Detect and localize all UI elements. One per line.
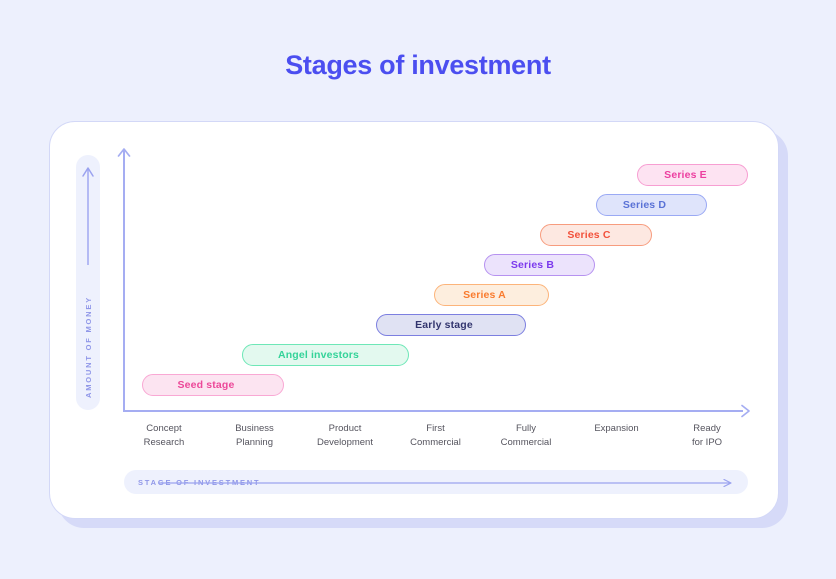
- x-tick-line1: Product: [328, 423, 362, 434]
- x-tick-line2: Research: [143, 436, 185, 448]
- x-tick-line1: First: [426, 423, 445, 434]
- stage-pill-label: Series E: [664, 169, 707, 181]
- x-tick-line2: Planning: [236, 436, 273, 448]
- stage-pill-label: Angel investors: [277, 349, 360, 361]
- stage-pill[interactable]: Series C: [540, 224, 652, 246]
- page-title: Stages of investment: [285, 50, 551, 80]
- x-axis-arrowhead-icon: [741, 404, 750, 418]
- stage-pill[interactable]: Series E: [637, 164, 748, 186]
- stage-pill[interactable]: Series B: [484, 254, 595, 276]
- x-axis-tick-label: Ready for IPO: [652, 422, 762, 449]
- stage-of-investment-label: STAGE OF INVESTMENT: [138, 477, 261, 487]
- stage-pill[interactable]: Series D: [596, 194, 707, 216]
- x-axis-tick-label: Expansion: [562, 422, 672, 436]
- amount-of-money-arrow-icon: [82, 167, 94, 265]
- stage-of-investment-rail: STAGE OF INVESTMENT: [124, 470, 748, 494]
- stage-pill-label: Series A: [463, 289, 506, 301]
- stage-of-investment-arrow-icon: [158, 479, 736, 487]
- stage-pill[interactable]: Early stage: [376, 314, 526, 336]
- stage-pill-label: Series C: [567, 229, 611, 241]
- x-tick-line1: Fully: [515, 423, 537, 434]
- amount-of-money-label-wrap: AMOUNT OF MONEY: [76, 155, 100, 410]
- stage-pill-label: Seed stage: [177, 379, 235, 391]
- stage-pill-label: Series D: [622, 199, 667, 211]
- x-tick-line2: for IPO: [691, 436, 723, 448]
- amount-of-money-label: AMOUNT OF MONEY: [83, 296, 93, 398]
- x-tick-line1: Concept: [146, 423, 182, 434]
- x-tick-line1: Business: [235, 423, 274, 434]
- y-axis-line: [123, 150, 125, 412]
- x-tick-line2: Commercial: [500, 436, 552, 448]
- x-axis-line: [123, 410, 743, 412]
- stage-pill[interactable]: Series A: [434, 284, 549, 306]
- stage-pill[interactable]: Angel investors: [242, 344, 409, 366]
- x-tick-line1: Ready: [693, 423, 721, 434]
- stage-pill[interactable]: Seed stage: [142, 374, 284, 396]
- stage-pill-label: Series B: [510, 259, 555, 271]
- x-tick-line2: Commercial: [410, 436, 461, 448]
- x-tick-line1: Expansion: [594, 423, 639, 434]
- stage-pill-label: Early stage: [415, 319, 473, 331]
- x-tick-line2: Development: [317, 436, 373, 448]
- y-axis-arrowhead-icon: [117, 148, 131, 157]
